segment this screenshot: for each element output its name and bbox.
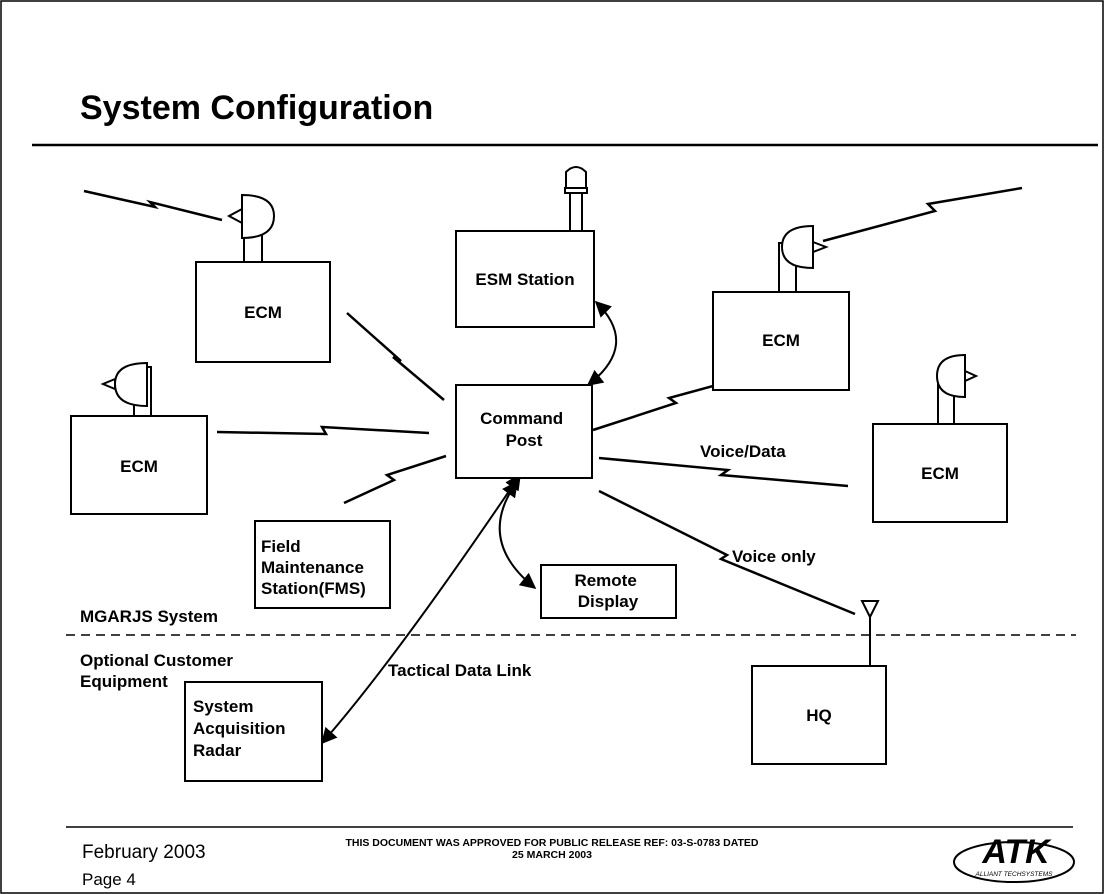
- remote-display-label-line2: Display: [578, 592, 639, 611]
- svg-text:Field Maintenance: Field Maintenance Station(FMS): [261, 537, 369, 598]
- command-post-label-line1: Command: [480, 409, 563, 428]
- link-ecm-left-to-command: [216, 425, 430, 436]
- link-ecm-righttop-to-command: [592, 375, 747, 432]
- ecm-top-left-node: ECM: [195, 193, 331, 363]
- radar-label-line2: Acquisition: [193, 719, 286, 738]
- ecm-right-top-node: ECM: [712, 224, 850, 391]
- ecm-right-label: ECM: [921, 464, 959, 483]
- svg-text:Remote Display: Remote Display: [574, 571, 641, 611]
- fms-label-line2: Maintenance: [261, 558, 364, 577]
- optional-equipment-label-line2: Equipment: [80, 672, 168, 691]
- atk-logo-text: ATK: [981, 833, 1052, 871]
- atk-logo: ATK ALLIANT TECHSYSTEMS: [953, 833, 1075, 883]
- svg-text:Command Post: Command Post: [480, 409, 568, 450]
- esm-station-node: ESM Station: [455, 166, 595, 328]
- link-ecm-righttop-antenna: [822, 186, 1023, 243]
- hq-node: HQ: [751, 600, 887, 765]
- svg-text:System Acquisition: System Acquisition Radar: [193, 697, 290, 760]
- link-topleft-antenna: [83, 189, 223, 222]
- svg-text:Optional Customer Equipmen: Optional Customer Equipment: [80, 651, 238, 691]
- footer-notice-line2: 25 MARCH 2003: [512, 849, 592, 861]
- command-post-node: Command Post: [455, 384, 593, 479]
- ecm-left-node: ECM: [70, 361, 208, 515]
- link-fms-to-command: [343, 454, 447, 505]
- fms-node: Field Maintenance Station(FMS): [254, 520, 391, 609]
- link-voice-data: [598, 456, 849, 488]
- radar-label-line1: System: [193, 697, 253, 716]
- esm-station-label: ESM Station: [475, 270, 574, 289]
- slide-title: System Configuration: [80, 89, 433, 127]
- footer-notice-line1: THIS DOCUMENT WAS APPROVED FOR PUBLIC RE…: [345, 837, 758, 849]
- arrow-command-esm: [586, 300, 618, 386]
- remote-display-label-line1: Remote: [574, 571, 636, 590]
- ecm-right-node: ECM: [872, 353, 1008, 523]
- hq-label: HQ: [806, 706, 832, 725]
- radar-label-line3: Radar: [193, 741, 242, 760]
- remote-display-node: Remote Display: [540, 564, 677, 619]
- voice-data-label: Voice/Data: [700, 442, 786, 461]
- mgarjs-system-label: MGARJS System: [80, 607, 218, 626]
- ecm-right-top-label: ECM: [762, 331, 800, 350]
- arrow-command-radar: [320, 473, 521, 745]
- fms-label-line1: Field: [261, 537, 301, 556]
- footer-page: Page 4: [82, 870, 136, 889]
- footer-date: February 2003: [82, 842, 206, 863]
- command-post-label-line2: Post: [506, 431, 543, 450]
- tactical-data-link-label: Tactical Data Link: [388, 661, 532, 680]
- fms-label-line3: Station(FMS): [261, 579, 366, 598]
- link-voice-only: [598, 489, 856, 616]
- link-ecm-topleft-to-command: [346, 312, 445, 401]
- ecm-left-label: ECM: [120, 457, 158, 476]
- ecm-top-left-label: ECM: [244, 303, 282, 322]
- atk-logo-subtext: ALLIANT TECHSYSTEMS: [975, 871, 1054, 878]
- radar-node: System Acquisition Radar: [184, 681, 323, 782]
- voice-only-label: Voice only: [732, 547, 816, 566]
- optional-equipment-label-line1: Optional Customer: [80, 651, 233, 670]
